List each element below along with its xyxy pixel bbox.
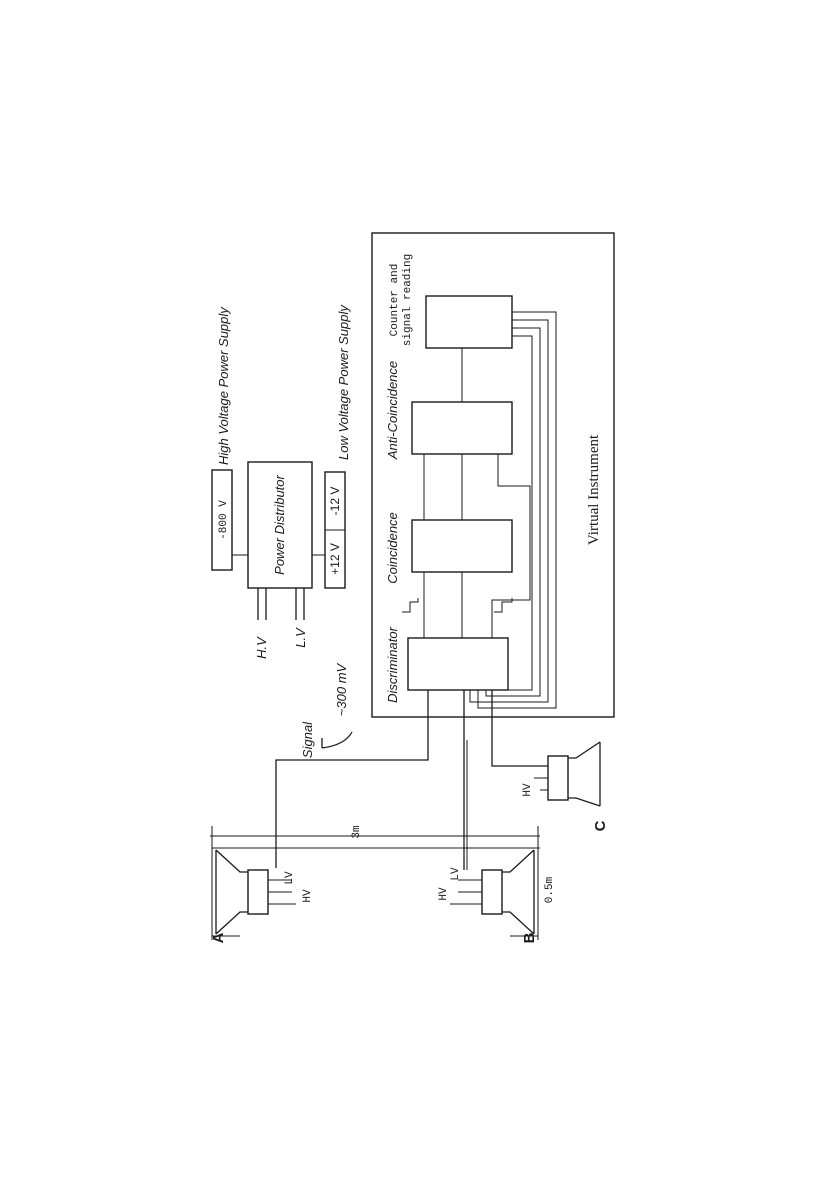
wire-veto-c	[491, 454, 531, 638]
detector-c-tube	[547, 755, 569, 801]
high-voltage-label: High Voltage Power Supply	[216, 306, 231, 465]
signal-pulse-shape	[321, 731, 353, 749]
hv-output-label: H.V	[254, 636, 269, 659]
counter-box	[425, 295, 513, 349]
separation-label: 3m	[351, 825, 363, 839]
signal-amplitude: ~300 mV	[334, 662, 349, 716]
detector-b-tube	[481, 869, 503, 915]
cable-detector-c	[491, 690, 548, 767]
virtual-instrument-frame: Virtual Instrument Discriminator Coincid…	[371, 232, 615, 718]
separation-dimension: 3m	[210, 825, 540, 940]
virtual-instrument-title: Virtual Instrument	[586, 434, 602, 545]
detector-a-cone	[215, 849, 248, 935]
detector-b-hv: HV	[438, 887, 450, 901]
detector-c-cone	[568, 741, 601, 807]
bus-line-2	[469, 319, 549, 703]
detector-b-label: B	[521, 932, 538, 943]
detector-b: LV HV B 0.5m	[438, 847, 556, 943]
detector-width-label: 0.5m	[544, 876, 556, 903]
pulse-symbol-1	[402, 598, 419, 613]
low-voltage-plus: +12 V	[328, 543, 342, 575]
low-voltage-minus: -12 V	[328, 487, 342, 516]
detector-c-label: C	[592, 820, 609, 831]
lv-output-label: L.V	[293, 627, 308, 648]
high-voltage-value: -800 V	[218, 500, 230, 540]
detector-a-label: A	[210, 932, 227, 943]
power-distributor-box	[247, 461, 313, 589]
detector-a-tube	[247, 869, 269, 915]
counter-label-line1: Counter and	[389, 264, 401, 337]
detector-c-hv: HV	[522, 783, 534, 797]
coincidence-box	[411, 519, 513, 573]
detector-a-hv: HV	[302, 889, 314, 903]
cable-detector-a	[275, 690, 429, 868]
bus-line-3	[485, 327, 541, 697]
pulse-symbol-2	[494, 598, 513, 613]
anti-coincidence-box	[411, 401, 513, 455]
power-supply-section: -800 V High Voltage Power Supply Power D…	[211, 304, 351, 659]
signal-label: Signal	[300, 721, 315, 758]
counter-label-line2: signal reading	[402, 254, 414, 346]
power-distributor-label: Power Distributor	[272, 474, 287, 574]
high-voltage-box	[211, 469, 233, 571]
detector-b-lv: LV	[450, 867, 462, 881]
discriminator-box	[407, 637, 509, 691]
signal-annotation: Signal ~300 mV	[300, 662, 353, 758]
low-voltage-label: Low Voltage Power Supply	[336, 304, 351, 460]
coincidence-label: Coincidence	[385, 512, 400, 584]
discriminator-label: Discriminator	[385, 626, 400, 703]
detector-b-cone	[502, 849, 535, 935]
detector-c: HV C	[522, 741, 609, 831]
detector-a: LV HV A	[210, 826, 314, 943]
anti-coincidence-label: Anti-Coincidence	[385, 361, 400, 460]
bus-line-4	[508, 335, 533, 691]
detector-a-lv: LV	[284, 871, 296, 885]
